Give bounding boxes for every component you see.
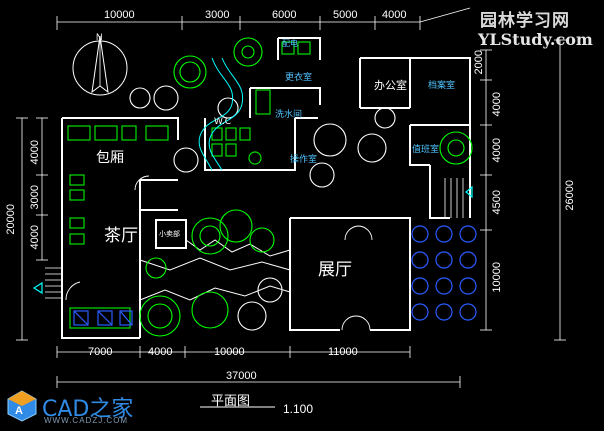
room-label-bangongshi: 办公室 <box>374 79 407 92</box>
dim-bottom-1: 7000 <box>88 346 113 358</box>
title-underline <box>200 406 275 408</box>
dim-top-3: 6000 <box>272 9 297 21</box>
watermark-bottom-line2: WWW.CADZJ.COM <box>44 416 129 425</box>
svg-text:N: N <box>96 32 103 42</box>
room-label-peidian: 配电 <box>282 39 298 48</box>
landscape-trees <box>129 37 473 337</box>
dim-right-inner-1: 2000 <box>473 50 485 75</box>
watermark-top-line1: 园林学习网 <box>480 11 570 31</box>
watermark-cadzj: A CAD之家 WWW.CADZJ.COM <box>6 388 176 428</box>
dim-bottom-4: 11000 <box>328 346 358 358</box>
dim-top-2: 3000 <box>205 9 230 21</box>
watermark-ylstudy: 园林学习网 YLStudy.com <box>474 4 602 49</box>
dim-left-outer: 20000 <box>5 204 17 235</box>
room-label-chating: 茶厅 <box>104 226 138 246</box>
dim-top-5: 4000 <box>382 9 407 21</box>
dim-left-inner-3: 4000 <box>29 225 41 250</box>
room-label-lishui: 洗水间 <box>275 110 303 120</box>
dim-bottom-2: 4000 <box>148 346 173 358</box>
dimension-lines <box>16 7 566 388</box>
dim-right-outer: 26000 <box>564 180 576 211</box>
hedge-plants <box>411 225 477 321</box>
doors <box>65 175 373 331</box>
room-label-wc: W.C <box>214 117 232 127</box>
dim-right-inner-5: 10000 <box>491 262 503 293</box>
drawing-title: 平面图 <box>211 394 251 409</box>
dim-left-inner-2: 3000 <box>29 185 41 210</box>
svg-text:A: A <box>15 405 23 417</box>
furniture <box>67 41 311 329</box>
dim-right-inner-3: 4000 <box>491 138 503 163</box>
room-label-gengyi: 更衣室 <box>285 73 313 83</box>
dim-top-4: 5000 <box>333 9 358 21</box>
room-label-baoxiang: 包厢 <box>96 150 124 166</box>
dim-top-1: 10000 <box>104 9 135 21</box>
cadzj-logo-icon: A <box>7 390 37 422</box>
room-label-xiaomaibu: 小卖部 <box>159 230 180 238</box>
dim-right-inner-4: 4500 <box>491 190 503 215</box>
watermark-top-line2: YLStudy.com <box>478 30 593 49</box>
dim-bottom-total: 37000 <box>226 370 257 382</box>
lounge-seats <box>73 310 133 326</box>
building-walls <box>61 37 471 339</box>
room-label-zhanting: 展厅 <box>318 260 352 280</box>
dim-right-inner-2: 4000 <box>491 92 503 117</box>
room-label-caozuo: 操作室 <box>290 155 318 165</box>
entrance-marker-icon <box>32 185 473 295</box>
dim-left-inner-1: 4000 <box>29 140 41 165</box>
dim-bottom-3: 10000 <box>214 346 245 358</box>
drawing-scale: 1.100 <box>283 402 314 416</box>
garden-path <box>198 57 244 171</box>
room-label-jingyingshi: 值班室 <box>412 145 440 155</box>
north-arrow-icon: N <box>72 32 128 96</box>
room-label-dangan: 档案室 <box>428 81 456 91</box>
entrance-stairs <box>45 178 464 299</box>
courtyard-stream <box>139 239 291 301</box>
watermark-bottom-line1: CAD之家 <box>42 397 134 422</box>
